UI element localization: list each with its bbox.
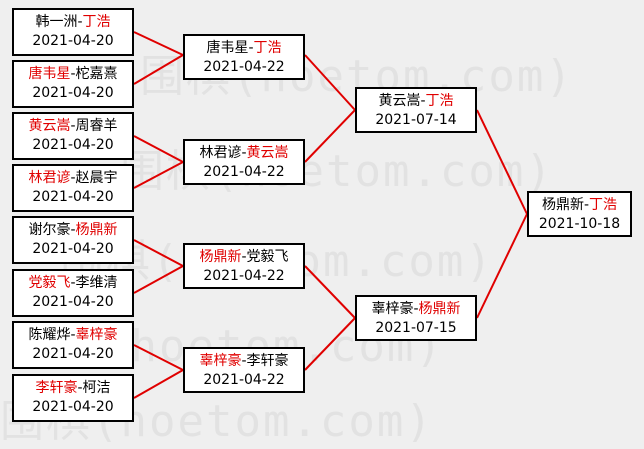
match-players: 谢尔豪-杨鼎新 [28, 222, 118, 238]
player-2: 党毅飞 [246, 249, 289, 265]
match-date: 2021-07-15 [375, 320, 457, 336]
player-2: 李维清 [75, 275, 118, 291]
match-players: 陈耀烨-辜梓豪 [28, 327, 118, 343]
connector-line [133, 344, 184, 371]
player-1: 林君谚 [199, 145, 242, 161]
player-2: 赵晨宇 [75, 170, 118, 186]
player-1: 黄云嵩 [378, 93, 421, 109]
match-players: 林君谚-黄云嵩 [199, 145, 289, 161]
match-date: 2021-04-20 [32, 399, 114, 415]
match-date: 2021-04-20 [32, 85, 114, 101]
match-date: 2021-04-20 [32, 241, 114, 257]
player-2: 周睿羊 [75, 118, 118, 134]
match-players: 杨鼎新-党毅飞 [199, 249, 289, 265]
match-r3-2: 辜梓豪-杨鼎新 2021-07-15 [355, 295, 477, 341]
connector-line [133, 54, 184, 85]
match-players: 辜梓豪-杨鼎新 [371, 301, 461, 317]
match-r1-8: 李轩豪-柯洁 2021-04-20 [12, 374, 134, 422]
match-date: 2021-04-22 [203, 372, 285, 388]
player-2: 柁嘉熹 [75, 66, 118, 82]
match-date: 2021-04-20 [32, 294, 114, 310]
connector-line [304, 54, 356, 111]
match-date: 2021-04-22 [203, 164, 285, 180]
player-1: 唐韦星 [28, 66, 71, 82]
player-2: 杨鼎新 [75, 222, 118, 238]
match-r1-6: 党毅飞-李维清 2021-04-20 [12, 269, 134, 317]
match-r2-4: 辜梓豪-李轩豪 2021-04-22 [183, 347, 305, 393]
match-date: 2021-04-20 [32, 189, 114, 205]
bracket-connectors [133, 31, 528, 399]
match-r1-2: 唐韦星-柁嘉熹 2021-04-20 [12, 60, 134, 108]
player-2: 丁浩 [253, 40, 282, 56]
match-players: 李轩豪-柯洁 [35, 380, 111, 396]
match-date: 2021-04-20 [32, 346, 114, 362]
connector-line [304, 109, 356, 163]
player-2: 丁浩 [82, 14, 111, 30]
match-r3-1: 黄云嵩-丁浩 2021-07-14 [355, 87, 477, 133]
match-r2-3: 杨鼎新-党毅飞 2021-04-22 [183, 243, 305, 289]
player-1: 辜梓豪 [371, 301, 414, 317]
player-2: 李轩豪 [246, 353, 289, 369]
match-r1-1: 韩一洲-丁浩 2021-04-20 [12, 8, 134, 56]
player-2: 丁浩 [589, 197, 618, 213]
player-1: 杨鼎新 [199, 249, 242, 265]
match-r2-2: 林君谚-黄云嵩 2021-04-22 [183, 139, 305, 185]
connector-line [476, 109, 528, 215]
connector-line [133, 161, 184, 189]
connector-line [133, 135, 184, 163]
match-players: 辜梓豪-李轩豪 [199, 353, 289, 369]
match-players: 林君谚-赵晨宇 [28, 170, 118, 186]
match-players: 杨鼎新-丁浩 [541, 197, 618, 213]
connector-line [304, 317, 356, 371]
connector-line [133, 31, 184, 56]
player-1: 唐韦星 [206, 40, 249, 56]
match-r1-7: 陈耀烨-辜梓豪 2021-04-20 [12, 321, 134, 369]
match-r2-1: 唐韦星-丁浩 2021-04-22 [183, 34, 305, 80]
match-players: 韩一洲-丁浩 [35, 14, 111, 30]
connector-line [476, 213, 528, 319]
player-1: 党毅飞 [28, 275, 71, 291]
player-2: 辜梓豪 [75, 327, 118, 343]
match-date: 2021-10-18 [538, 216, 621, 232]
player-1: 陈耀烨 [28, 327, 71, 343]
match-r1-4: 林君谚-赵晨宇 2021-04-20 [12, 164, 134, 212]
match-date: 2021-04-20 [32, 137, 114, 153]
player-1: 杨鼎新 [541, 197, 584, 213]
connector-line [304, 265, 356, 319]
match-r1-5: 谢尔豪-杨鼎新 2021-04-20 [12, 216, 134, 264]
match-date: 2021-07-14 [375, 112, 457, 128]
player-2: 黄云嵩 [246, 145, 289, 161]
player-1: 黄云嵩 [28, 118, 71, 134]
match-players: 黄云嵩-周睿羊 [28, 118, 118, 134]
match-players: 黄云嵩-丁浩 [378, 93, 454, 109]
connector-line [133, 239, 184, 267]
match-date: 2021-04-20 [32, 33, 114, 49]
player-1: 韩一洲 [35, 14, 78, 30]
player-1: 谢尔豪 [28, 222, 71, 238]
match-r1-3: 黄云嵩-周睿羊 2021-04-20 [12, 112, 134, 160]
connector-line [133, 369, 184, 399]
match-final: 杨鼎新-丁浩 2021-10-18 [527, 191, 632, 237]
match-players: 唐韦星-柁嘉熹 [28, 66, 118, 82]
match-players: 党毅飞-李维清 [28, 275, 118, 291]
player-2: 柯洁 [82, 380, 111, 396]
player-2: 丁浩 [425, 93, 454, 109]
match-date: 2021-04-22 [203, 268, 285, 284]
connector-line [133, 265, 184, 294]
player-1: 辜梓豪 [199, 353, 242, 369]
player-1: 李轩豪 [35, 380, 78, 396]
player-2: 杨鼎新 [418, 301, 461, 317]
match-players: 唐韦星-丁浩 [206, 40, 282, 56]
match-date: 2021-04-22 [203, 59, 285, 75]
player-1: 林君谚 [28, 170, 71, 186]
